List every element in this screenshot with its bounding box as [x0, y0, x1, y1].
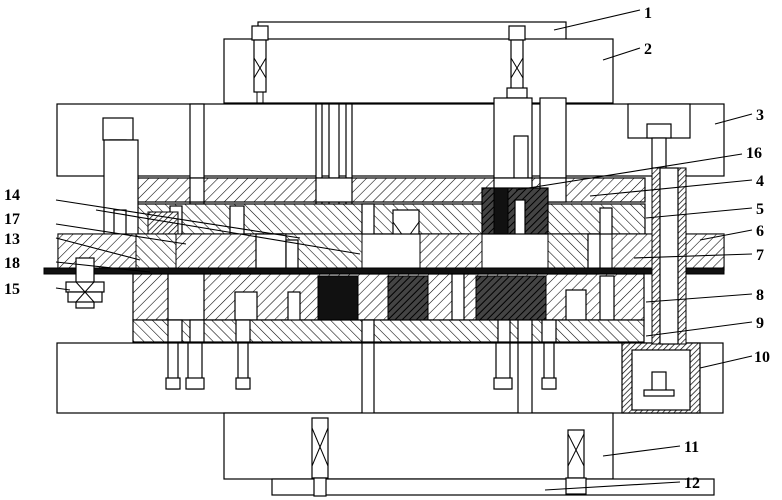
part-11-lower-block [223, 412, 614, 480]
part-7-strip [43, 267, 725, 275]
leader-lines [55, 9, 753, 491]
part-2-upper-die-block [223, 38, 614, 104]
label-8: 8 [756, 287, 764, 304]
part-12-bottom-plate [271, 478, 715, 496]
part-8-lower-die-plate [132, 273, 645, 343]
callout-labels: 1 2 3 16 4 5 6 7 8 9 10 11 12 14 17 13 1… [4, 5, 770, 492]
label-15: 15 [4, 281, 20, 298]
label-1: 1 [644, 5, 652, 22]
label-9: 9 [756, 315, 764, 332]
label-5: 5 [756, 201, 764, 218]
label-17: 17 [4, 211, 20, 228]
part-9-lower-backing-plate [132, 319, 645, 343]
part-10-lower-die-base [56, 342, 724, 422]
label-13: 13 [4, 231, 20, 248]
upper-bolt-right [506, 25, 528, 99]
label-12: 12 [684, 475, 700, 492]
label-11: 11 [684, 439, 699, 456]
label-10: 10 [754, 349, 770, 366]
label-2: 2 [644, 41, 652, 58]
label-18: 18 [4, 255, 20, 272]
lower-bolt-right [565, 429, 587, 495]
label-4: 4 [756, 173, 764, 190]
label-6: 6 [756, 223, 764, 240]
upper-bolt-left [251, 25, 269, 104]
part-15-nut [65, 257, 105, 309]
label-14: 14 [4, 187, 20, 204]
lower-bolt-left [311, 417, 329, 497]
label-16: 16 [746, 145, 762, 162]
label-3: 3 [756, 107, 764, 124]
label-7: 7 [756, 247, 764, 264]
